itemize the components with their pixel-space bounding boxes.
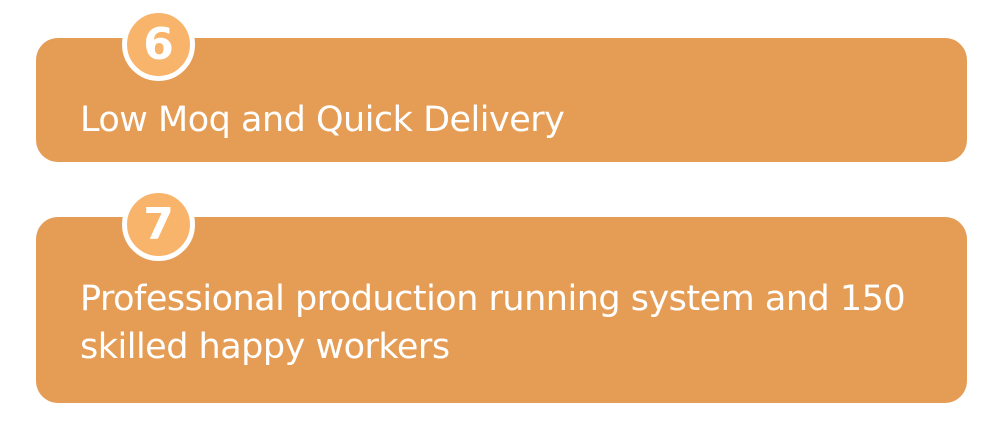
feature-card-7: Professional production running system a… [36,217,967,403]
feature-6-text: Low Moq and Quick Delivery [80,100,565,140]
number-badge-7: 7 [122,188,195,261]
feature-card-6: Low Moq and Quick Delivery [36,38,967,162]
feature-7-text: Professional production running system a… [80,279,906,367]
number-badge-6: 6 [122,8,195,81]
